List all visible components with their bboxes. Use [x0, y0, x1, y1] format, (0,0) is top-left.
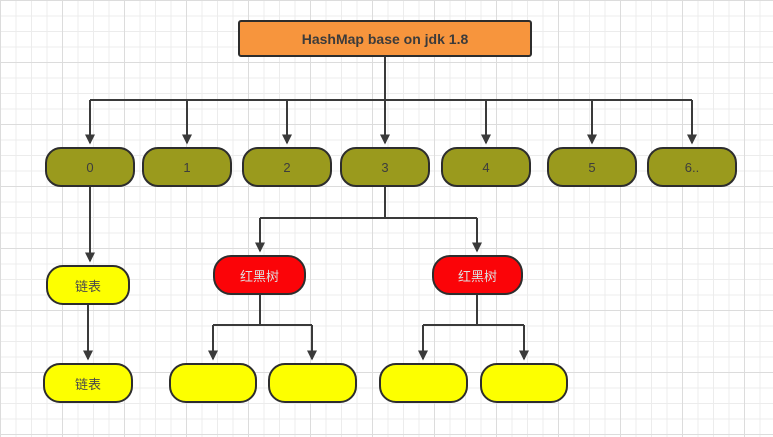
linked-list-node-1: 链表: [46, 265, 130, 305]
bucket-label: 5: [588, 159, 596, 175]
bucket-label: 3: [381, 159, 389, 175]
bucket-label: 6..: [684, 159, 700, 175]
title-label: HashMap base on jdk 1.8: [301, 30, 469, 47]
connector-tree-right-rail: [423, 295, 524, 326]
bucket-node-6: 6..: [647, 147, 737, 187]
linked-list-node-2: 链表: [43, 363, 133, 403]
tree-node-right: 红黑树: [432, 255, 523, 295]
tree-node-left: 红黑树: [213, 255, 306, 295]
connector-title-rail: [90, 57, 692, 101]
linked-list-label: 链表: [74, 278, 101, 294]
bucket-label: 2: [283, 159, 291, 175]
leaf-node-0: [169, 363, 257, 403]
leaf-node-2: [379, 363, 468, 403]
bucket-label: 0: [86, 159, 94, 175]
linked-list-label: 链表: [74, 376, 101, 392]
bucket-node-3: 3: [340, 147, 430, 187]
bucket-node-2: 2: [242, 147, 332, 187]
bucket-node-1: 1: [142, 147, 232, 187]
title-node: HashMap base on jdk 1.8: [238, 20, 532, 57]
bucket-node-5: 5: [547, 147, 637, 187]
leaf-node-1: [268, 363, 357, 403]
bucket-node-4: 4: [441, 147, 531, 187]
tree-label: 红黑树: [239, 268, 279, 284]
connector-tree-left-rail: [213, 295, 312, 326]
bucket-label: 4: [482, 159, 490, 175]
bucket-node-0: 0: [45, 147, 135, 187]
bucket-label: 1: [183, 159, 191, 175]
connector-bucket3-rail: [260, 187, 477, 219]
tree-label: 红黑树: [457, 268, 497, 284]
leaf-node-3: [480, 363, 568, 403]
